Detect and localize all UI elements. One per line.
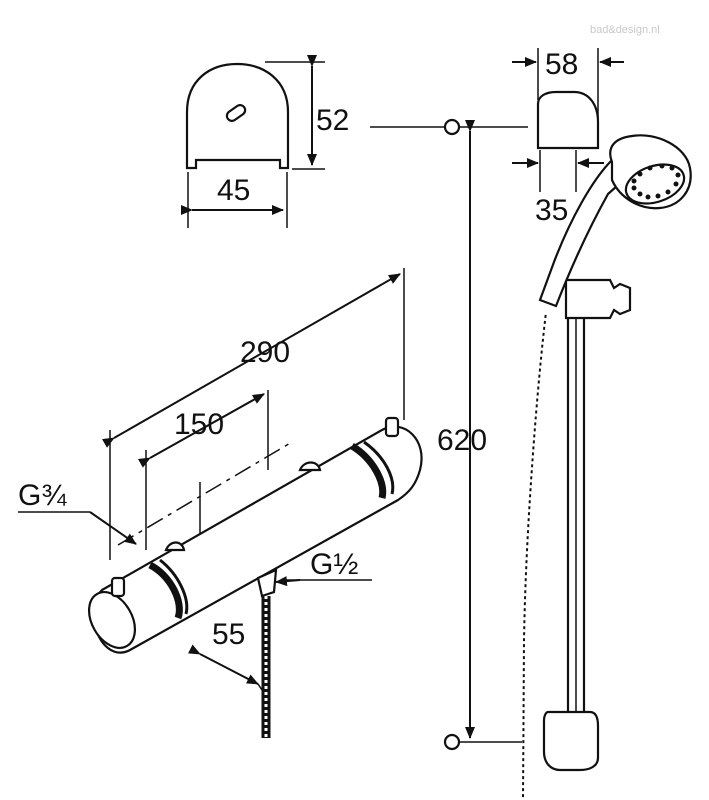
top-fixing-point — [443, 118, 461, 136]
dim-rail-length: 620 — [437, 424, 487, 457]
dim-wall-cap-height: 52 — [316, 104, 349, 137]
mixer-grip-ring-left-inner — [159, 558, 189, 615]
mixer-top-knob — [298, 461, 322, 472]
holder-cap-drawing: 58 35 — [512, 48, 624, 227]
holder-cap-outline — [536, 90, 600, 150]
dim-inlet-spacing: 150 — [174, 408, 224, 441]
mixer-bottom-knob — [164, 541, 186, 552]
mixer-end-cap — [87, 591, 137, 649]
shower-rail-set — [521, 134, 692, 800]
bottom-fixing-point — [443, 733, 461, 751]
mixer-grip-ring-right-inner — [363, 440, 395, 495]
mixer-grip-ring-right — [350, 442, 387, 499]
inlet-stud-right — [384, 416, 400, 438]
mixer-outlet — [256, 568, 278, 598]
dim-holder-depth: 35 — [535, 194, 568, 227]
label-outlet-thread: G½ — [310, 548, 358, 581]
dim-outlet-offset: 55 — [212, 618, 245, 651]
spray-nozzles — [631, 163, 681, 200]
wall-cap-screw-slot — [225, 104, 247, 122]
rail-length-dimension: 620 — [370, 118, 528, 751]
dim-mixer-length: 290 — [240, 336, 290, 369]
rail-bottom-bracket — [542, 710, 600, 772]
mixer-drawing: 290 150 G¾ G½ 55 — [18, 268, 423, 738]
dim-holder-width: 58 — [545, 48, 578, 81]
dim-wall-cap-width: 45 — [217, 174, 250, 207]
mixer-grip-ring-left — [148, 561, 183, 620]
wall-cap-drawing: 52 45 — [181, 55, 349, 228]
watermark: bad&design.nl — [590, 24, 660, 36]
shower-hose-inner — [521, 311, 548, 800]
rail-slider — [564, 278, 632, 320]
inlet-stud-left — [110, 576, 126, 598]
shower-hose — [522, 311, 547, 800]
label-inlet-thread: G¾ — [18, 479, 67, 512]
